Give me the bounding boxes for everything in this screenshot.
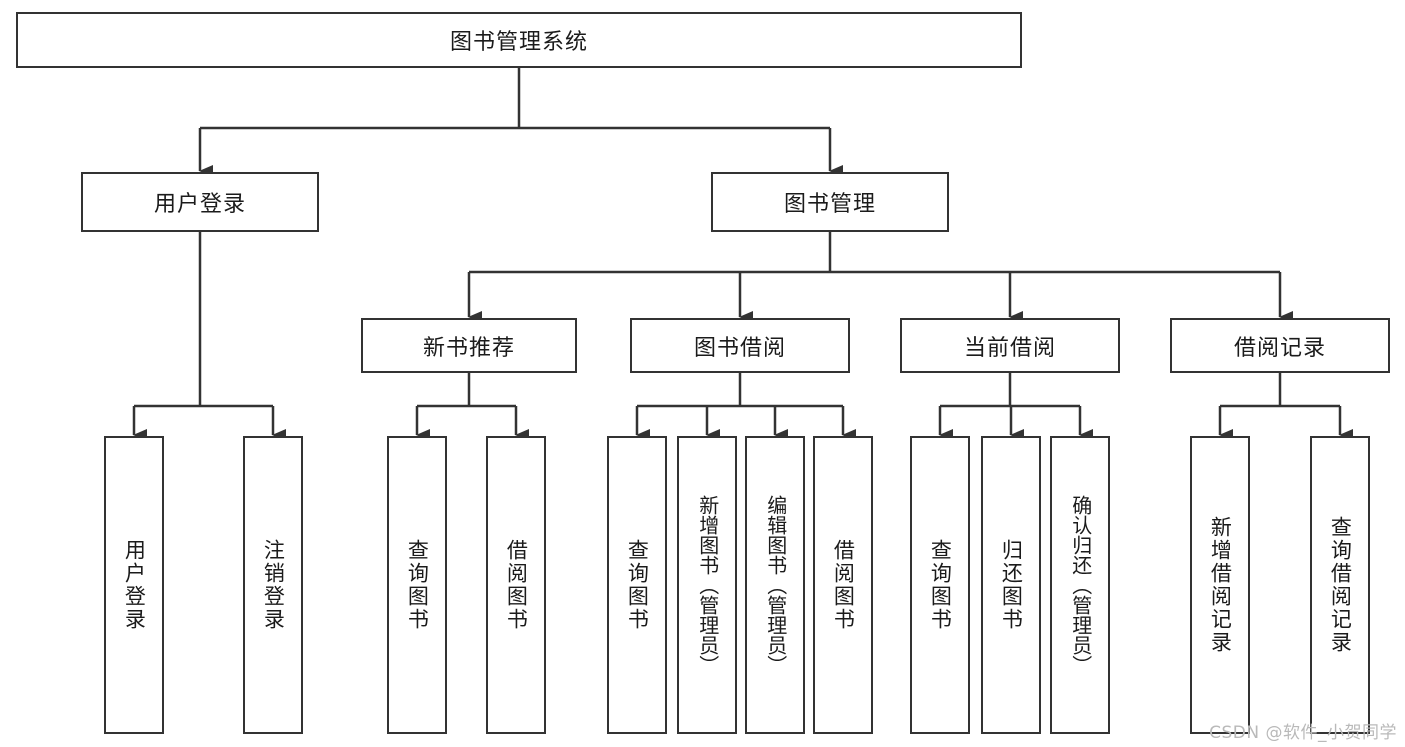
node-label: 图书管理 (783, 192, 876, 217)
node-label: 编辑图书（管理员） (763, 495, 788, 675)
node-label: 归还图书 (999, 539, 1024, 631)
node-leaf-query-book-2: 查询图书 (607, 436, 667, 734)
node-label: 查询图书 (405, 539, 430, 631)
node-leaf-add-book: 新增图书（管理员） (677, 436, 737, 734)
node-label: 图书借阅 (693, 335, 786, 361)
node-label: 借阅图书 (504, 539, 529, 631)
node-label: 查询图书 (625, 539, 650, 631)
node-leaf-user-login: 用户登录 (104, 436, 164, 734)
node-book-borrow: 图书借阅 (630, 318, 850, 373)
node-label: 新增借阅记录 (1208, 516, 1233, 654)
node-label: 用户登录 (153, 192, 246, 217)
node-leaf-logout: 注销登录 (243, 436, 303, 734)
node-leaf-query-book-3: 查询图书 (910, 436, 970, 734)
node-leaf-return-book: 归还图书 (981, 436, 1041, 734)
node-label: 当前借阅 (963, 335, 1056, 361)
node-label: 用户登录 (122, 539, 147, 631)
node-leaf-borrow-book-2: 借阅图书 (813, 436, 873, 734)
node-leaf-edit-book: 编辑图书（管理员） (745, 436, 805, 734)
node-user-login: 用户登录 (81, 172, 319, 232)
node-leaf-query-book-1: 查询图书 (387, 436, 447, 734)
watermark: CSDN @软件_小贺同学 (1209, 723, 1397, 743)
node-leaf-borrow-book-1: 借阅图书 (486, 436, 546, 734)
node-label: 新书推荐 (422, 335, 515, 361)
node-leaf-add-record: 新增借阅记录 (1190, 436, 1250, 734)
node-label: 注销登录 (261, 539, 286, 631)
node-label: 图书管理系统 (449, 30, 588, 55)
node-current-borrow: 当前借阅 (900, 318, 1120, 373)
node-label: 确认归还（管理员） (1068, 495, 1093, 675)
node-label: 查询借阅记录 (1328, 516, 1353, 654)
node-label: 新增图书（管理员） (695, 495, 720, 675)
node-book-manage: 图书管理 (711, 172, 949, 232)
node-leaf-confirm-return: 确认归还（管理员） (1050, 436, 1110, 734)
node-borrow-record: 借阅记录 (1170, 318, 1390, 373)
node-leaf-query-record: 查询借阅记录 (1310, 436, 1370, 734)
node-label: 借阅图书 (831, 539, 856, 631)
node-new-book-recommend: 新书推荐 (361, 318, 577, 373)
node-label: 借阅记录 (1233, 335, 1326, 361)
node-label: 查询图书 (928, 539, 953, 631)
node-root-root: 图书管理系统 (16, 12, 1022, 68)
